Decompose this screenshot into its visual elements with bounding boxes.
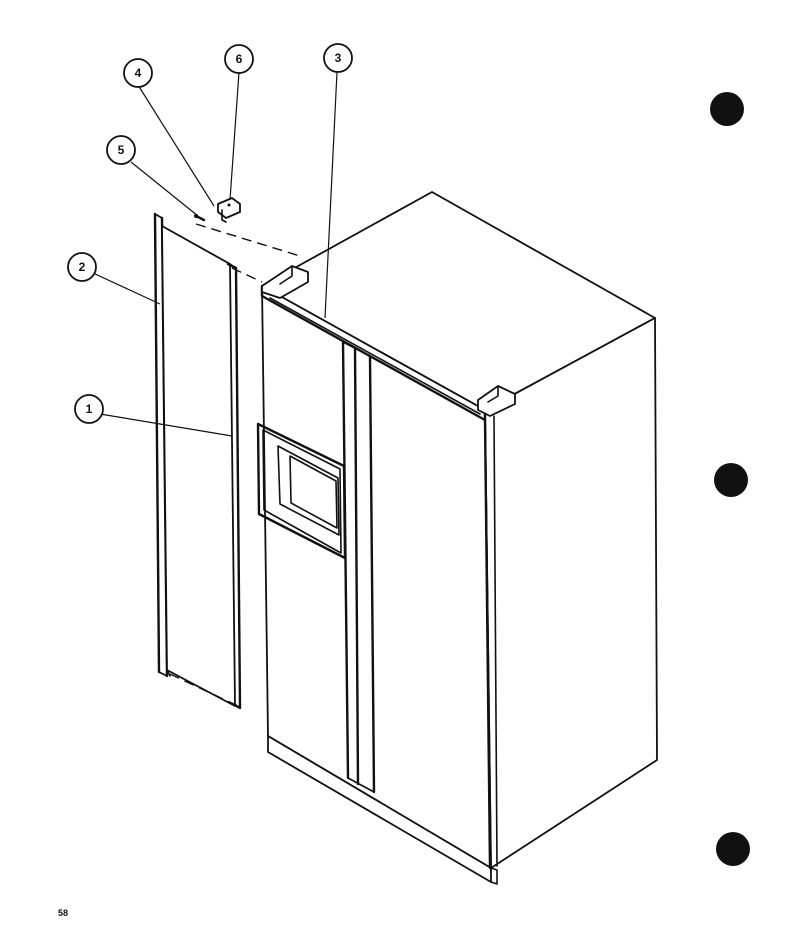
leader-6 [229,71,240,201]
punch-hole-middle [714,463,748,497]
callout-2: 2 [67,252,97,282]
panel-1 [161,225,236,707]
door-split-mid [353,346,360,786]
alignment-line-bottom [169,673,239,707]
right-door-edge [483,418,492,870]
callout-3: 3 [323,43,353,73]
leader-2 [92,272,161,305]
callout-6: 6 [224,44,254,74]
svg-text:3: 3 [335,51,342,65]
dispenser-recess [256,422,347,560]
panel-assembly [153,197,301,710]
alignment-line-top [195,223,301,257]
leader-lines [92,71,338,437]
callout-4: 4 [123,58,153,88]
punch-hole-bottom [716,832,750,866]
leader-3 [324,71,338,319]
svg-text:6: 6 [236,52,243,66]
screw-5 [194,214,206,222]
leader-4 [137,84,215,207]
leader-5 [130,161,199,217]
svg-text:2: 2 [79,260,86,274]
page-number: 58 [58,908,69,918]
callout-5: 5 [106,135,136,165]
door-split-right [368,354,376,794]
svg-text:5: 5 [118,143,125,157]
refrigerator-cabinet [256,191,658,885]
leader-1 [99,413,233,437]
svg-text:1: 1 [86,402,93,416]
svg-text:4: 4 [135,66,142,80]
door-split-left [341,340,350,780]
bracket-6 [217,197,241,223]
callout-1: 1 [74,394,104,424]
punch-hole-top [710,92,744,126]
